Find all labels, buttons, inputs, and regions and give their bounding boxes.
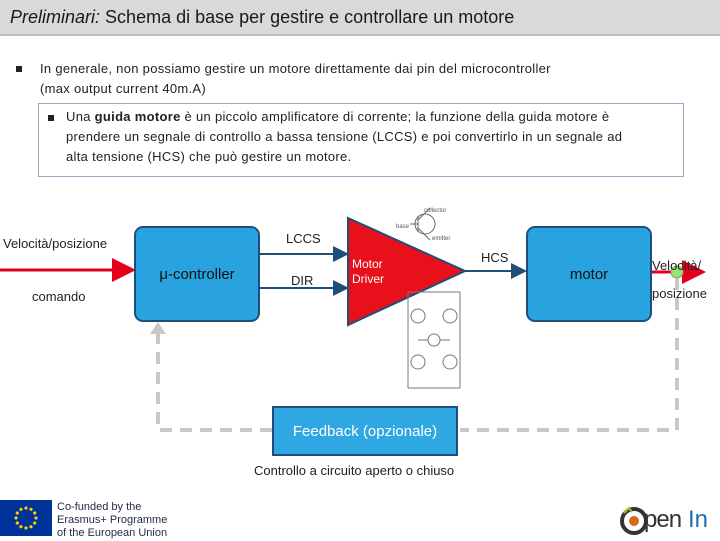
bullet-2-pre: Una [66, 109, 91, 124]
bullet-marker [16, 66, 22, 72]
feedback-box: Feedback (opzionale) [272, 406, 458, 456]
motor-label: motor [569, 265, 609, 283]
openin-logo: pen In [618, 503, 714, 537]
transistor-sketch [410, 207, 436, 241]
driver-label: Motor Driver [352, 257, 384, 287]
eu-text-line-2: Erasmus+ Programme [57, 514, 168, 526]
page-title: Preliminari: Schema di base per gestire … [10, 7, 514, 28]
eu-flag [0, 500, 52, 536]
title-italic: Preliminari: [10, 7, 101, 27]
eu-text-line-1: Co-funded by the [57, 501, 142, 513]
definition-box [38, 103, 684, 177]
feedback-arrowhead [150, 322, 166, 334]
transistor-emitter-label: emitter [432, 236, 451, 242]
openin-logo-text-2: In [688, 506, 709, 533]
feedback-path-right [460, 278, 679, 432]
output-label-line-2: posizione [652, 286, 707, 301]
driver-label-line-1: Motor [352, 257, 383, 271]
eu-funding-text: Co-funded by the Erasmus+ Programme of t… [57, 501, 167, 540]
output-label-line-1: Velocità/ [652, 258, 702, 273]
eu-flag-stars [0, 500, 52, 536]
microcontroller-label: μ-controller [159, 265, 235, 283]
eu-stars-icon [14, 506, 38, 530]
motor-box: motor [526, 226, 652, 322]
dir-label: DIR [291, 273, 314, 288]
input-label: Velocità/posizione [3, 236, 108, 251]
transistor-base-label: base [396, 224, 410, 230]
motor-driver-triangle [347, 216, 468, 327]
openin-logo-icon [620, 506, 648, 535]
diagram-caption: Controllo a circuito aperto o chiuso [254, 463, 455, 478]
transistor-collector-label: collector [424, 208, 447, 214]
hcs-label: HCS [481, 250, 509, 265]
title-rest: Schema di base per gestire e controllare… [105, 7, 515, 27]
lccs-label: LCCS [286, 231, 321, 246]
bullet-2-rest: è un piccolo amplificatore di corrente; … [184, 109, 610, 124]
bullet-2-bold: guida motore [94, 109, 181, 124]
command-label: comando [32, 289, 86, 304]
driver-label-line-2: Driver [352, 272, 384, 286]
microcontroller-box: μ-controller [134, 226, 260, 322]
bullet-2-line-1: Una guida motore è un piccolo amplificat… [66, 107, 678, 127]
bullet-2-line-3: alta tensione (HCS) che può gestire un m… [66, 149, 352, 164]
title-bar [0, 0, 720, 36]
bullet-text-1: In generale, non possiamo gestire un mot… [40, 59, 700, 99]
bullet-2-line-2: prendere un segnale di controllo a bassa… [66, 129, 623, 144]
bullet-text-2: Una guida motore è un piccolo amplificat… [66, 107, 678, 167]
bullet-1-line-1: In generale, non possiamo gestire un mot… [40, 61, 551, 76]
h-bridge-sketch [407, 291, 461, 389]
feedback-path-left [156, 330, 272, 432]
openin-logo-text-1: pen [644, 506, 682, 533]
bullet-marker [48, 115, 54, 121]
bullet-1-line-2: (max output current 40m.A) [40, 81, 207, 96]
eu-text-line-3: of the European Union [57, 527, 168, 539]
feedback-label: Feedback (opzionale) [292, 422, 438, 440]
output-label: Velocità/ posizione [652, 252, 707, 308]
